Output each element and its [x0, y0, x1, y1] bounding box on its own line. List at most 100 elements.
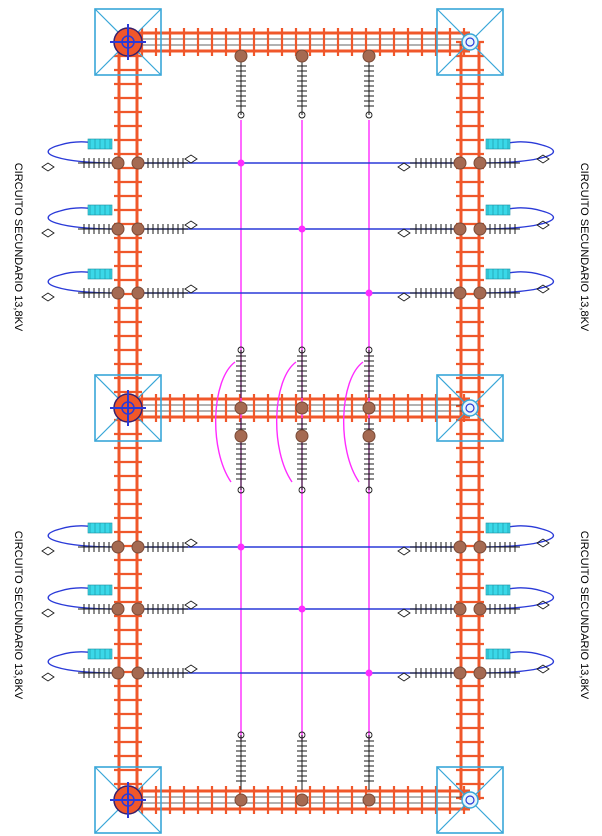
circuit-loop — [479, 207, 555, 230]
post-icon — [234, 429, 248, 443]
clamp-icon — [184, 538, 198, 548]
circuit-loop — [479, 525, 555, 548]
clamp-icon — [397, 292, 411, 302]
clamp-icon — [536, 154, 550, 164]
insulator-strings — [41, 60, 550, 790]
bus-tap-point — [237, 543, 245, 551]
corner-bay-icon — [94, 766, 162, 834]
insulator-string-icon — [142, 288, 188, 298]
bus-insulator-icon — [236, 418, 246, 494]
secondary-circuits — [47, 138, 555, 677]
insulator-string-icon — [142, 224, 188, 234]
surge-arrester-icon — [485, 584, 511, 596]
bus-insulator-icon — [297, 60, 307, 119]
post-icon — [111, 286, 125, 300]
circuit-loop — [479, 651, 555, 674]
jumper-arc — [276, 361, 297, 483]
clamp-icon — [41, 292, 55, 302]
corner-bay-icon — [436, 8, 504, 76]
insulator-string-icon — [78, 224, 114, 234]
post-icon — [111, 602, 125, 616]
clamp-icon — [41, 672, 55, 682]
post-icon — [362, 49, 376, 63]
bus-tap-point — [365, 669, 373, 677]
insulator-string-icon — [78, 542, 114, 552]
insulator-string-icon — [78, 288, 114, 298]
surge-arrester-icon — [87, 138, 113, 150]
post-icon — [111, 666, 125, 680]
clamp-icon — [184, 284, 198, 294]
post-icon — [295, 401, 309, 415]
clamp-icon — [184, 664, 198, 674]
insulator-string-icon — [142, 604, 188, 614]
bus-insulator-icon — [297, 418, 307, 494]
insulator-string-icon — [142, 668, 188, 678]
surge-arrester-icon — [87, 522, 113, 534]
post-icon — [362, 793, 376, 807]
clamp-icon — [41, 162, 55, 172]
bus-tap-point — [298, 605, 306, 613]
post-icon — [295, 49, 309, 63]
bus-insulator-icon — [297, 346, 307, 398]
surge-arrester-icon — [485, 204, 511, 216]
bus-insulator-icon — [364, 418, 374, 494]
surge-arrester-icon — [485, 138, 511, 150]
post-icon — [473, 666, 487, 680]
bus-insulator-icon — [364, 731, 374, 790]
circuit-loop — [479, 141, 555, 164]
insulator-string-icon — [410, 604, 456, 614]
clamp-icon — [41, 546, 55, 556]
corner-bay-icon — [94, 8, 162, 76]
post-icon — [473, 286, 487, 300]
post-icon — [453, 156, 467, 170]
post-icon — [453, 602, 467, 616]
insulator-string-icon — [484, 668, 520, 678]
clamp-icon — [41, 228, 55, 238]
clamp-icon — [536, 284, 550, 294]
insulator-string-icon — [410, 668, 456, 678]
post-icon — [473, 222, 487, 236]
post-icon — [473, 540, 487, 554]
clamp-icon — [397, 228, 411, 238]
post-icon — [453, 222, 467, 236]
insulator-string-icon — [410, 542, 456, 552]
insulator-string-icon — [78, 158, 114, 168]
bus-insulator-icon — [236, 346, 246, 398]
post-icon — [234, 793, 248, 807]
corner-bay-icon — [94, 374, 162, 442]
steel-structure — [114, 28, 484, 814]
jumper-arc — [343, 361, 364, 483]
post-icon — [362, 401, 376, 415]
insulator-string-icon — [484, 542, 520, 552]
clamp-icon — [536, 538, 550, 548]
clamp-icon — [184, 220, 198, 230]
insulator-string-icon — [410, 288, 456, 298]
insulator-string-icon — [484, 224, 520, 234]
post-icon — [453, 286, 467, 300]
insulator-string-icon — [78, 668, 114, 678]
post-icon — [295, 793, 309, 807]
clamp-icon — [397, 162, 411, 172]
post-icon — [234, 401, 248, 415]
left-bottom-circuit-label: CIRCUITO SECUNDARIO 13,8KV — [12, 530, 24, 700]
post-icon — [131, 666, 145, 680]
clamp-icon — [41, 608, 55, 618]
clamp-icon — [184, 154, 198, 164]
surge-arrester-icon — [485, 522, 511, 534]
post-icon — [131, 286, 145, 300]
post-icon — [234, 49, 248, 63]
circuit-loop — [479, 271, 555, 294]
clamp-icon — [184, 600, 198, 610]
clamp-icon — [397, 672, 411, 682]
post-icon — [362, 429, 376, 443]
insulator-string-icon — [410, 224, 456, 234]
post-icon — [131, 156, 145, 170]
bus-tap-point — [237, 159, 245, 167]
corner-bay-icon — [436, 374, 504, 442]
insulator-string-icon — [484, 604, 520, 614]
surge-arrester-icon — [87, 584, 113, 596]
structure-posts — [111, 49, 487, 807]
post-icon — [473, 602, 487, 616]
clamp-icon — [536, 664, 550, 674]
